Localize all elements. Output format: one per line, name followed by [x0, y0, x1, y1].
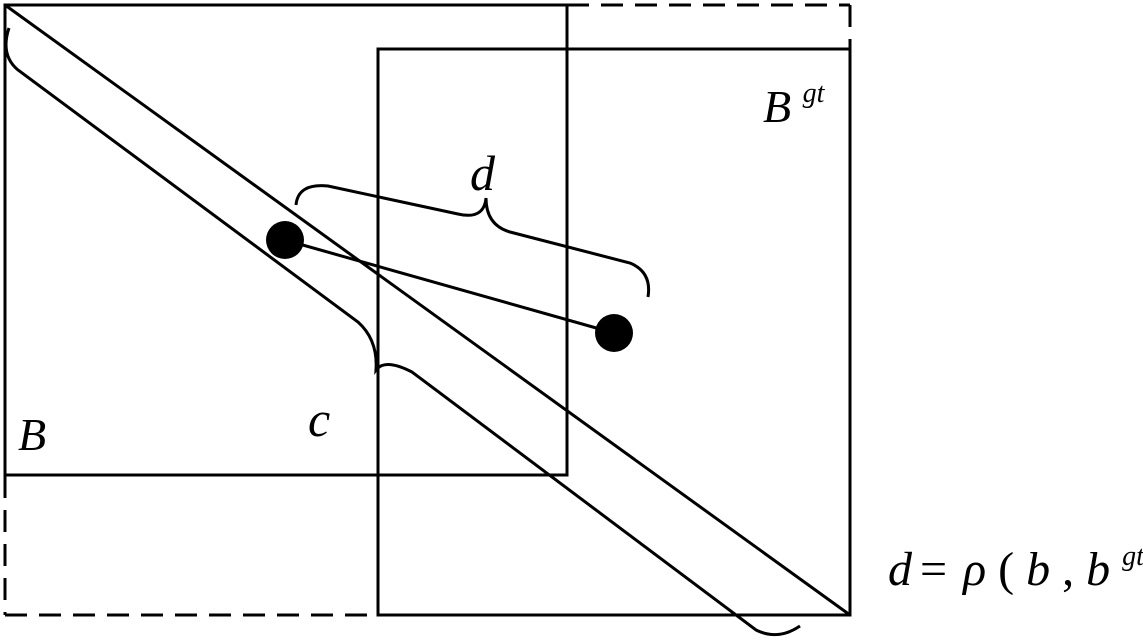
formula-lhs: d [888, 543, 913, 596]
formula-comma: , [1062, 543, 1074, 596]
formula-open-paren: ( [998, 543, 1014, 596]
formula-arg2-sup: gt [1122, 541, 1143, 572]
formula-arg2-base: b [1086, 543, 1110, 596]
formula-rho: ρ [961, 543, 986, 596]
enclosing-box [3, 3, 852, 617]
diagonal-brace [4, 27, 801, 637]
enclosing-diagonal [4, 3, 851, 617]
distance-label: d [470, 145, 496, 201]
ground-truth-center-point [595, 314, 633, 352]
diagonal-label: c [308, 391, 330, 447]
ground-truth-box [376, 47, 852, 617]
distance-brace [294, 184, 651, 298]
ground-truth-box-label-sup: gt [803, 78, 826, 109]
formula-arg1: b [1026, 543, 1050, 596]
predicted-box [3, 3, 569, 477]
ground-truth-box-label: B gt [763, 78, 826, 132]
distance-formula: d = ρ ( b , b gt ) [888, 523, 1143, 596]
ground-truth-box-label-base: B [763, 81, 791, 132]
formula-equals: = [920, 543, 947, 596]
predicted-center-point [266, 221, 304, 259]
center-distance-line [284, 238, 615, 335]
predicted-box-label: B [18, 409, 46, 460]
